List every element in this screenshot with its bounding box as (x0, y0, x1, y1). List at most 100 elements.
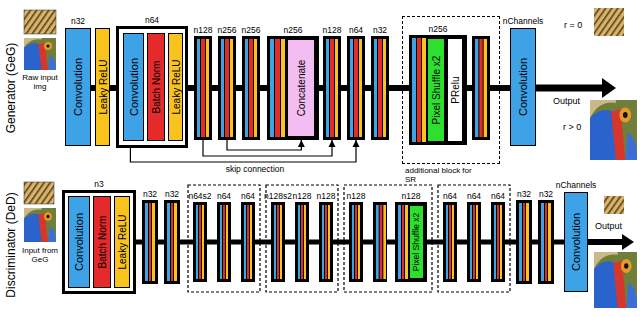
data-flow (554, 240, 564, 245)
input-image (24, 10, 56, 34)
layer-box: Leaky ReLU (95, 28, 110, 146)
conv-block: n128 (349, 202, 363, 282)
layer-strip (245, 39, 248, 137)
layer-strip (473, 205, 475, 279)
data-flow (427, 240, 443, 245)
layer-strip (254, 39, 257, 137)
layer-strips (196, 205, 204, 279)
block-heading: n32 (143, 190, 157, 199)
block-heading: n128s2 (264, 192, 292, 201)
conv-block: n64 (347, 36, 365, 140)
block-heading: n64 (491, 192, 505, 201)
layer-strips (446, 205, 454, 279)
layer-strips (221, 39, 233, 137)
layer-strip (225, 39, 228, 137)
block-heading: n32 (539, 190, 553, 199)
layer-strip (330, 39, 333, 137)
layer-strip (145, 203, 148, 281)
data-flow (389, 85, 409, 91)
layer-strip (500, 205, 502, 279)
diagram-label: Output (595, 221, 635, 231)
layer-box: Pixel Shuffle x2 (409, 205, 424, 279)
layer-strips (412, 38, 426, 142)
layer-strip (383, 205, 386, 279)
conv-block: n64 (467, 202, 481, 282)
layer-strip (149, 203, 152, 281)
layer-box: Concatenate (287, 39, 315, 137)
layer-strip (226, 205, 228, 279)
box-label: Convolution (72, 58, 84, 116)
box-label: Batch Norm (97, 216, 108, 269)
output-arrow (536, 85, 604, 92)
diagram-label: Input from GeG (20, 246, 60, 264)
data-flow (180, 240, 193, 245)
sr-region: additional block for SRn256Pixel Shuffle… (402, 16, 500, 164)
dashed-group (344, 185, 432, 292)
layer-strip (497, 205, 499, 279)
diagram-label: r = 0 (564, 20, 592, 30)
conv-block: n256Pixel Shuffle x2PRelu (409, 35, 467, 145)
layer-strip (335, 39, 338, 137)
layer-box: Batch Norm (93, 196, 111, 288)
block-heading: n32 (71, 17, 85, 26)
input-image (24, 182, 54, 204)
layer-strip (275, 39, 279, 137)
layer-strip (484, 39, 487, 137)
layer-strip (247, 205, 249, 279)
layer-strips (398, 205, 408, 279)
layer-box: nChannelsConvolution (510, 28, 536, 146)
layer-strip (270, 39, 274, 137)
layer-strip (328, 205, 330, 279)
layer-strip (476, 205, 478, 279)
layer-box: Convolution (123, 33, 144, 141)
layer-strip (417, 38, 421, 142)
layer-strips (274, 205, 282, 279)
layer-block (472, 36, 490, 140)
layer-strips (322, 205, 330, 279)
layer-strips (541, 203, 551, 281)
box-label: Leaky ReLU (117, 214, 128, 269)
layer-strips (350, 39, 362, 137)
layer-strip (326, 39, 329, 137)
block-heading: n128 (194, 26, 213, 35)
block-heading: n3 (94, 180, 103, 189)
box-label: Concatenate (296, 60, 307, 117)
box-label: Leaky ReLU (97, 59, 108, 114)
layer-strip (298, 205, 300, 279)
block-heading: n64 (467, 192, 481, 201)
box-label: Convolution (73, 213, 85, 271)
block-heading: n32 (165, 190, 179, 199)
layer-strips (145, 203, 155, 281)
layer-strips (352, 205, 360, 279)
layer-strip (405, 205, 408, 279)
block-heading: n128 (402, 192, 421, 201)
block-heading: n64 (349, 26, 363, 35)
layer-strips (470, 205, 478, 279)
conv-block: n64s2 (193, 202, 207, 282)
layer-box: Leaky ReLU (168, 33, 183, 141)
block-heading: n64 (145, 16, 159, 25)
layer-strip (223, 205, 225, 279)
data-flow (505, 240, 516, 245)
region-note: additional block for SR (405, 166, 477, 184)
layer-strip (301, 205, 303, 279)
layer-strip (519, 203, 522, 281)
block-heading: n256 (429, 25, 448, 34)
diagram-label: skip connection (200, 165, 310, 175)
layer-strip (250, 205, 252, 279)
layer-strips (197, 39, 209, 137)
layer-strip (174, 203, 177, 281)
layer-strips (270, 39, 285, 137)
layer-strip (304, 205, 306, 279)
layer-strip (402, 205, 405, 279)
box-label: PRelu (450, 76, 461, 103)
layer-strip (201, 39, 204, 137)
diagram-label: Raw input img (19, 73, 61, 91)
conv-block: n128 (319, 202, 333, 282)
layer-strip (470, 205, 472, 279)
layer-strip (548, 203, 551, 281)
conv-block: n128 (323, 36, 341, 140)
output-image (590, 100, 637, 160)
block-heading: n128 (317, 192, 336, 201)
output-image (594, 252, 637, 308)
